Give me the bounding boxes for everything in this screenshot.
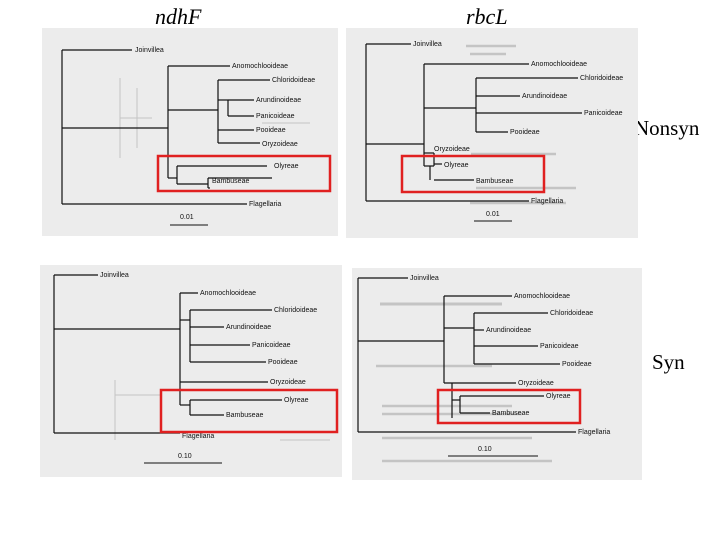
taxon-label-joinvillea: Joinvillea xyxy=(135,47,164,54)
taxon-label-panicoideae: Panicoideae xyxy=(584,110,623,117)
phylogenetic-tree-rbcl-nonsyn: Joinvillea Anomochlooideae Chloridoideae… xyxy=(365,41,623,222)
taxon-label-pooideae: Pooideae xyxy=(256,127,286,134)
taxon-label-arundinoideae: Arundinoideae xyxy=(486,327,531,334)
row-label-syn: Syn xyxy=(652,350,685,374)
taxon-label-anomochlooideae: Anomochlooideae xyxy=(531,61,587,68)
phylogenetic-tree-ndhf-nonsyn: Joinvillea Anomochlooideae Chloridoideae… xyxy=(61,47,332,226)
taxon-label-arundinoideae: Arundinoideae xyxy=(226,324,271,331)
taxon-label-chloridoideae: Chloridoideae xyxy=(274,307,317,314)
highlight-box-olyreae-bambuseae xyxy=(159,388,339,434)
taxon-label-oryzoideae: Oryzoideae xyxy=(270,379,306,386)
taxon-label-panicoideae: Panicoideae xyxy=(252,342,291,349)
phylogenetic-tree-ndhf-syn: Joinvillea Anomochlooideae Chloridoideae… xyxy=(53,272,339,464)
tree-branches xyxy=(53,274,282,464)
taxon-label-arundinoideae: Arundinoideae xyxy=(522,93,567,100)
ghost-text-lines xyxy=(466,44,576,205)
taxon-label-oryzoideae: Oryzoideae xyxy=(518,380,554,387)
ghost-branches xyxy=(119,78,310,158)
row-label-nonsyn: Nonsyn xyxy=(634,116,700,140)
taxon-label-anomochlooideae: Anomochlooideae xyxy=(514,293,570,300)
scale-bar-label: 0.01 xyxy=(180,214,194,221)
highlight-box-olyreae-bambuseae xyxy=(156,154,332,193)
taxon-label-pooideae: Pooideae xyxy=(268,359,298,366)
tree-panel-rbcl-nonsyn: Joinvillea Anomochlooideae Chloridoideae… xyxy=(346,28,638,238)
taxon-label-bambuseae: Bambuseae xyxy=(212,178,249,185)
taxon-label-flagellaria: Flagellaria xyxy=(531,198,563,205)
column-title-ndhf: ndhF xyxy=(155,4,202,29)
scale-bar-label: 0.10 xyxy=(178,453,192,460)
taxon-label-olyreae: Olyreae xyxy=(546,393,571,400)
tree-branches xyxy=(61,49,272,226)
taxon-label-joinvillea: Joinvillea xyxy=(100,272,129,279)
ghost-branches xyxy=(114,380,330,441)
taxon-label-bambuseae: Bambuseae xyxy=(476,178,513,185)
phylogenetic-tree-rbcl-syn: Joinvillea Anomochlooideae Chloridoideae… xyxy=(357,275,610,463)
taxon-label-olyreae: Olyreae xyxy=(444,162,469,169)
taxon-label-chloridoideae: Chloridoideae xyxy=(272,77,315,84)
taxon-label-chloridoideae: Chloridoideae xyxy=(580,75,623,82)
taxon-label-chloridoideae: Chloridoideae xyxy=(550,310,593,317)
taxon-label-bambuseae: Bambuseae xyxy=(492,410,529,417)
taxon-label-oryzoideae: Oryzoideae xyxy=(434,146,470,153)
ghost-text-lines xyxy=(376,302,552,463)
taxon-label-panicoideae: Panicoideae xyxy=(256,113,295,120)
scale-bar-label: 0.01 xyxy=(486,211,500,218)
taxon-label-pooideae: Pooideae xyxy=(562,361,592,368)
taxon-label-pooideae: Pooideae xyxy=(510,129,540,136)
taxon-label-panicoideae: Panicoideae xyxy=(540,343,579,350)
taxon-label-olyreae: Olyreae xyxy=(284,397,309,404)
taxon-label-bambuseae: Bambuseae xyxy=(226,412,263,419)
tree-branches xyxy=(357,277,576,457)
scale-bar-label: 0.10 xyxy=(478,446,492,453)
taxon-label-flagellaria: Flagellaria xyxy=(578,429,610,436)
highlight-box-olyreae-bambuseae xyxy=(436,388,582,425)
highlight-box-olyreae-bambuseae xyxy=(400,154,546,194)
tree-branches xyxy=(365,43,582,222)
taxon-label-oryzoideae: Oryzoideae xyxy=(262,141,298,148)
tree-panel-ndhf-nonsyn: Joinvillea Anomochlooideae Chloridoideae… xyxy=(42,28,338,236)
taxon-label-flagellaria: Flagellaria xyxy=(182,433,214,440)
taxon-label-joinvillea: Joinvillea xyxy=(410,275,439,282)
taxon-label-anomochlooideae: Anomochlooideae xyxy=(232,63,288,70)
taxon-label-anomochlooideae: Anomochlooideae xyxy=(200,290,256,297)
column-title-rbcl: rbcL xyxy=(466,4,508,29)
taxon-label-arundinoideae: Arundinoideae xyxy=(256,97,301,104)
taxon-label-olyreae: Olyreae xyxy=(274,163,299,170)
tree-panel-rbcl-syn: Joinvillea Anomochlooideae Chloridoideae… xyxy=(352,268,642,480)
tree-panel-ndhf-syn: Joinvillea Anomochlooideae Chloridoideae… xyxy=(40,265,342,477)
taxon-label-flagellaria: Flagellaria xyxy=(249,201,281,208)
taxon-label-joinvillea: Joinvillea xyxy=(413,41,442,48)
